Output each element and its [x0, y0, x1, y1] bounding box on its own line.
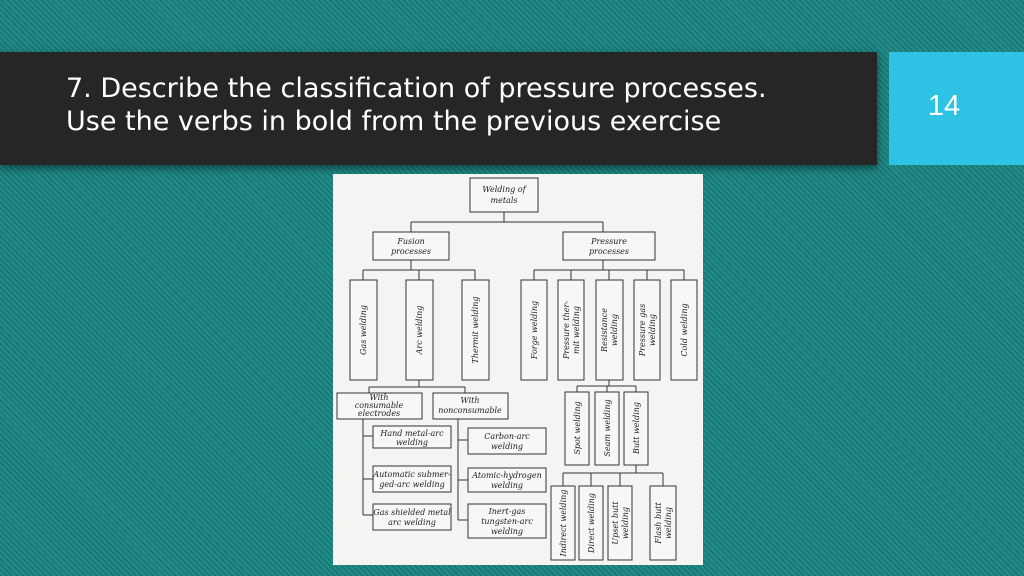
- label-automatic-2: ged-arc welding: [379, 480, 444, 489]
- label-thermit: Thermit welding: [471, 296, 480, 363]
- box-flash-butt: [649, 485, 677, 561]
- box-direct: [578, 485, 604, 561]
- box-resistance: [595, 279, 624, 381]
- vlabel-cold: Cold welding: [680, 303, 689, 356]
- label-resistance-2: welding: [610, 314, 619, 346]
- label-inert-gas-1: Inert-gas: [488, 507, 526, 516]
- vlabel-arc: Arc welding: [415, 306, 424, 356]
- vlabel-pressure-gas: Pressure gas welding: [638, 304, 657, 357]
- box-upset-butt: [607, 485, 633, 561]
- label-seam: Seam welding: [603, 399, 612, 456]
- vlabel-forge: Forge welding: [530, 301, 539, 360]
- vlabel-gas: Gas welding: [359, 305, 368, 355]
- vlabel-seam: Seam welding: [603, 399, 612, 456]
- label-pressure-1: Pressure: [590, 237, 627, 246]
- box-pressure: [562, 231, 656, 261]
- label-carbon-arc-1: Carbon-arc: [484, 432, 530, 441]
- label-thermit-pressure-2: mit welding: [572, 306, 581, 354]
- label-hand-metal-arc-2: welding: [396, 438, 428, 447]
- box-seam: [594, 391, 620, 466]
- label-indirect: Indirect welding: [559, 490, 568, 558]
- box-forge: [520, 279, 548, 381]
- vlabel-indirect: Indirect welding: [559, 490, 568, 558]
- label-atomic-hydrogen-1: Atomic-hydrogen: [471, 471, 541, 480]
- label-nonconsumable-1: With: [460, 396, 479, 405]
- label-gas: Gas welding: [359, 305, 368, 355]
- label-hand-metal-arc-1: Hand metal-arc: [379, 429, 444, 438]
- label-automatic-1: Automatic submer-: [372, 470, 451, 479]
- label-fusion-2: processes: [391, 247, 431, 256]
- label-forge: Forge welding: [530, 301, 539, 360]
- label-atomic-hydrogen-2: welding: [491, 481, 523, 490]
- label-pressure-2: processes: [589, 247, 629, 256]
- box-atomic-hydrogen: [467, 467, 547, 493]
- box-root: [469, 177, 539, 213]
- label-fusion-1: Fusion: [396, 237, 424, 246]
- box-gas-shielded: [372, 503, 452, 531]
- slide-title: 7. Describe the classification of pressu…: [66, 72, 866, 138]
- vlabel-flash-butt: Flash butt welding: [654, 502, 673, 545]
- label-spot: Spot welding: [573, 401, 582, 454]
- title-bar: 7. Describe the classification of pressu…: [0, 52, 877, 165]
- diagram-svg: Welding of metals Fusion processes Press…: [336, 177, 698, 561]
- label-arc: Arc welding: [415, 306, 424, 356]
- diagram-boxes: [336, 177, 698, 561]
- box-cold: [670, 279, 698, 381]
- slide-title-line-1: 7. Describe the classification of pressu…: [66, 73, 767, 104]
- box-fusion: [372, 231, 450, 261]
- slide-number-box: 14: [889, 52, 1024, 165]
- connector-lines: [362, 212, 685, 521]
- label-resistance-1: Resistance: [600, 308, 609, 353]
- label-gas-shielded-1: Gas shielded metal: [373, 508, 451, 517]
- label-flash-butt-1: Flash butt: [654, 502, 663, 545]
- vlabel-spot: Spot welding: [573, 401, 582, 454]
- box-carbon-arc: [467, 427, 547, 455]
- label-consumable-2: consumable: [355, 401, 404, 410]
- label-thermit-pressure-1: Pressure ther-: [562, 301, 571, 360]
- box-arc: [405, 279, 434, 381]
- welding-classification-diagram: Welding of metals Fusion processes Press…: [333, 174, 703, 565]
- slide-number: 14: [927, 90, 961, 122]
- box-thermit: [461, 279, 490, 381]
- label-carbon-arc-2: welding: [491, 442, 523, 451]
- label-pressure-gas-1: Pressure gas: [638, 304, 647, 357]
- box-gas: [349, 279, 378, 381]
- label-gas-shielded-2: arc welding: [388, 518, 436, 527]
- label-consumable-3: electrodes: [358, 409, 400, 418]
- vlabel-thermit-pressure: Pressure ther- mit welding: [562, 301, 581, 360]
- label-root-1: Welding of: [482, 185, 527, 194]
- box-indirect: [550, 485, 576, 561]
- label-cold: Cold welding: [680, 303, 689, 356]
- label-butt: Butt welding: [632, 402, 641, 455]
- vlabel-direct: Direct welding: [587, 493, 596, 554]
- label-inert-gas-2: tungsten-arc: [481, 517, 533, 526]
- label-flash-butt-2: welding: [664, 507, 673, 539]
- box-thermit-pressure: [557, 279, 585, 381]
- vlabel-resistance: Resistance welding: [600, 308, 619, 353]
- box-hand-metal-arc: [372, 425, 452, 449]
- label-pressure-gas-2: welding: [648, 314, 657, 346]
- label-nonconsumable-2: nonconsumable: [438, 406, 502, 415]
- box-nonconsumable: [432, 392, 509, 420]
- label-inert-gas-3: welding: [491, 527, 523, 536]
- slide-title-line-2: Use the verbs in bold from the previous …: [66, 106, 722, 137]
- box-spot: [564, 391, 590, 466]
- label-upset-butt-1: Upset butt: [611, 501, 620, 545]
- vlabel-upset-butt: Upset butt welding: [611, 501, 630, 545]
- box-automatic: [372, 465, 452, 493]
- label-consumable-1: With: [369, 393, 388, 402]
- vlabel-butt: Butt welding: [632, 402, 641, 455]
- label-direct: Direct welding: [587, 493, 596, 554]
- box-pressure-gas: [633, 279, 661, 381]
- vlabel-thermit: Thermit welding: [471, 296, 480, 363]
- box-butt: [623, 391, 649, 466]
- box-consumable: [336, 392, 423, 420]
- box-inert-gas: [467, 503, 547, 539]
- label-root-2: metals: [491, 196, 518, 205]
- label-upset-butt-2: welding: [621, 507, 630, 539]
